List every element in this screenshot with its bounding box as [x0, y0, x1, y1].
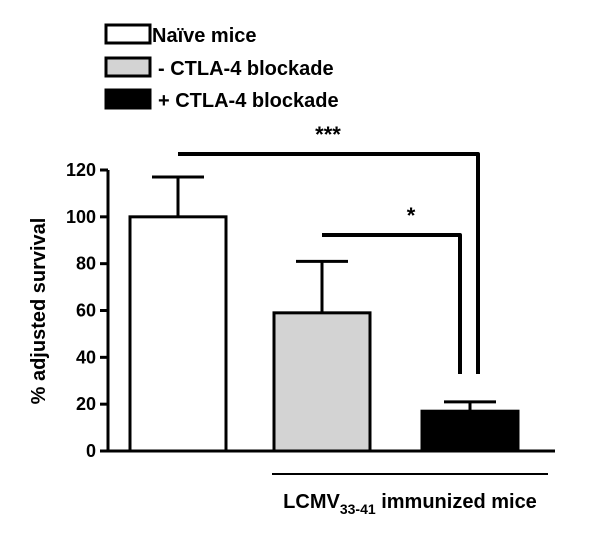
group-label-rest: immunized mice: [376, 491, 537, 513]
y-tick-label: 0: [86, 441, 96, 461]
legend-label-minus-ctla4: - CTLA-4 blockade: [158, 58, 334, 80]
legend-item-plus-ctla4: + CTLA-4 blockade: [104, 88, 339, 112]
group-label-subscript: 33-41: [340, 501, 376, 517]
legend-label-plus-ctla4: + CTLA-4 blockade: [158, 90, 339, 112]
y-tick-label: 60: [76, 301, 96, 321]
legend: Naïve mice - CTLA-4 blockade + CTLA-4 bl…: [104, 23, 339, 112]
bars: [128, 215, 520, 453]
legend-swatch-minus-ctla4: [104, 56, 152, 78]
significance-bracket: [178, 152, 480, 374]
y-tick-label: 20: [76, 394, 96, 414]
legend-label-naive: Naïve mice: [152, 25, 257, 47]
group-label-main: LCMV: [283, 491, 340, 513]
y-tick-label: 120: [66, 160, 96, 180]
y-tick-label: 40: [76, 347, 96, 367]
significance-label: *: [407, 203, 416, 228]
legend-item-minus-ctla4: - CTLA-4 blockade: [104, 56, 334, 80]
bar: [272, 311, 372, 453]
significance-label: ***: [315, 122, 341, 147]
significance-brackets: ****: [178, 122, 480, 374]
legend-item-naive: Naïve mice: [104, 23, 257, 47]
bar: [128, 215, 228, 453]
y-axis-ticks: 0 20 40 60 80 100 120: [66, 160, 108, 461]
legend-swatch-naive: [104, 23, 152, 45]
error-bars: [152, 175, 496, 412]
y-axis-label: % adjusted survival: [28, 218, 50, 405]
bar: [420, 409, 520, 453]
legend-swatch-plus-ctla4: [104, 88, 152, 110]
significance-bracket: [322, 233, 462, 374]
group-label: LCMV33-41 immunized mice: [283, 491, 537, 517]
y-tick-label: 100: [66, 207, 96, 227]
y-tick-label: 80: [76, 254, 96, 274]
